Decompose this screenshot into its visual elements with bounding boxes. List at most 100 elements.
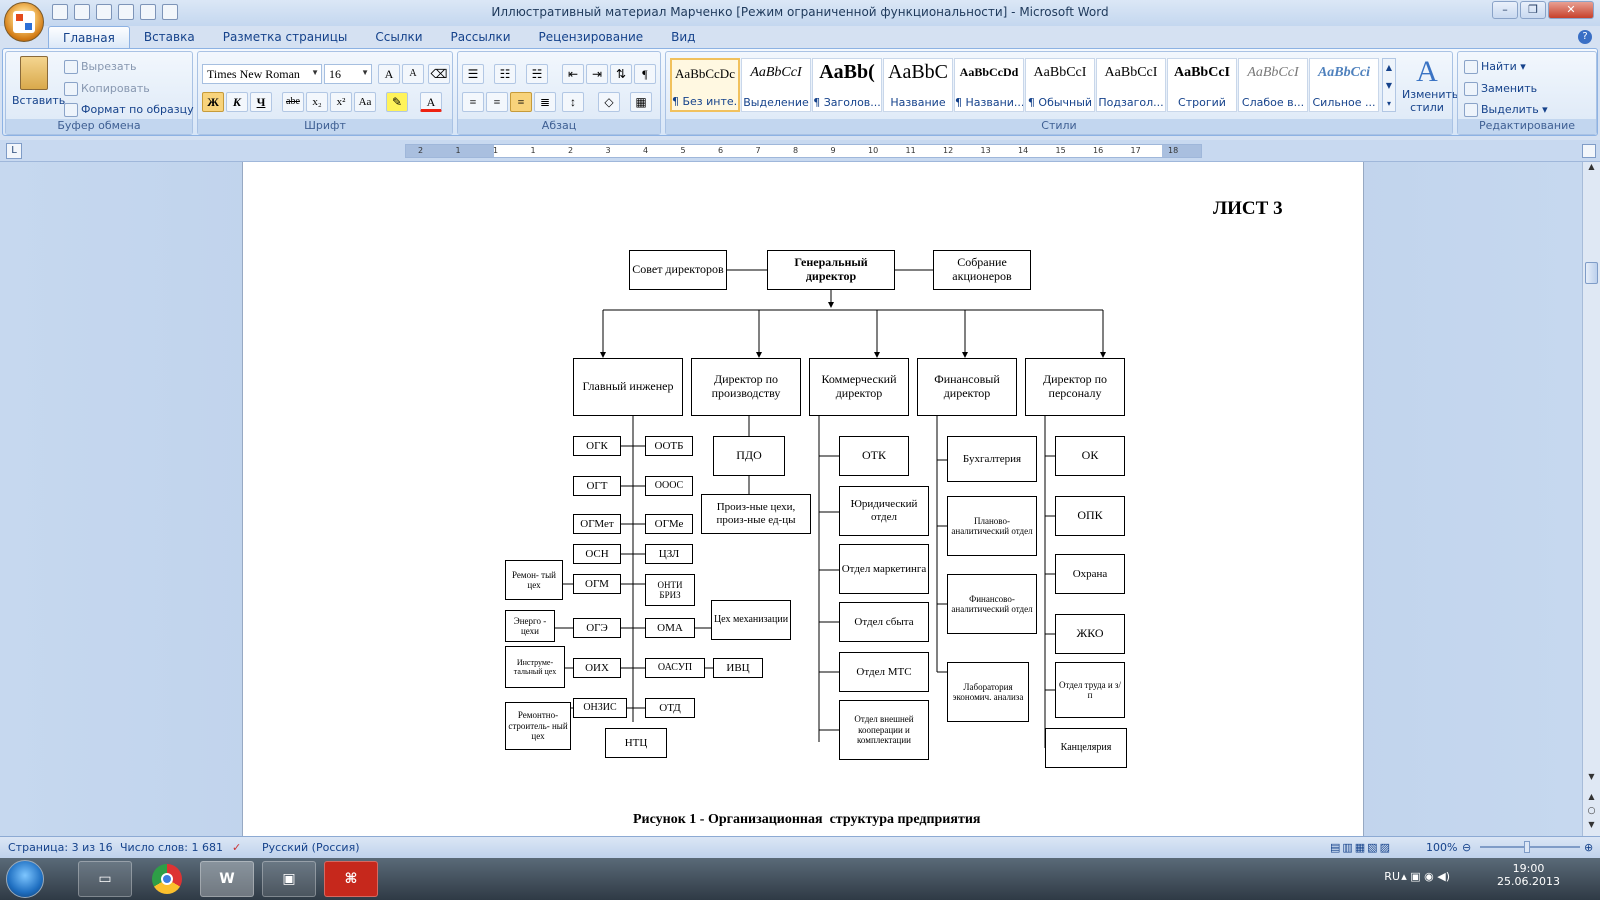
help-icon[interactable]: ?	[1578, 30, 1592, 44]
redo-icon[interactable]	[118, 4, 134, 20]
close-button[interactable]: ✕	[1548, 1, 1594, 19]
bold-button[interactable]: Ж	[202, 92, 224, 112]
next-page-icon[interactable]: ▼	[1588, 820, 1595, 829]
zoom-level[interactable]: 100%	[1426, 841, 1458, 854]
minimize-button[interactable]: –	[1492, 1, 1518, 19]
pilcrow-icon[interactable]: ¶	[634, 64, 656, 84]
replace-button[interactable]: Заменить	[1464, 82, 1537, 96]
zoom-in-icon[interactable]: ⊕	[1584, 841, 1594, 854]
pdf-taskbar-icon[interactable]: ⌘	[324, 861, 378, 897]
scroll-up-icon[interactable]: ▲	[1588, 162, 1595, 171]
zoom-out-icon[interactable]: ⊖	[1462, 841, 1472, 854]
tray-language[interactable]: RU	[1384, 870, 1400, 883]
tab-view[interactable]: Вид	[671, 30, 696, 44]
start-button[interactable]	[6, 860, 44, 898]
highlight-icon[interactable]: ✎	[386, 92, 408, 112]
justify-icon[interactable]: ≣	[534, 92, 556, 112]
shading-icon[interactable]: ◇	[598, 92, 620, 112]
shrink-font-button[interactable]: A	[402, 64, 424, 84]
zoom-slider-thumb[interactable]	[1524, 841, 1530, 853]
strikethrough-button[interactable]: abe	[282, 92, 304, 112]
change-case-button[interactable]: Aa	[354, 92, 376, 112]
style-no-spacing[interactable]: AaBbCcDc¶ Без инте...	[670, 58, 740, 112]
org-chart-connectors	[552, 269, 1106, 749]
subscript-button[interactable]: x₂	[306, 92, 328, 112]
print-icon[interactable]	[162, 4, 178, 20]
explorer-icon[interactable]: ▭	[78, 861, 132, 897]
change-styles-button[interactable]: A Изменить стили	[1402, 56, 1458, 115]
tray-icons[interactable]: ▴ ▣ ◉ ◀)	[1401, 870, 1450, 883]
align-right-icon[interactable]: ≡	[510, 92, 532, 112]
clock[interactable]: 19:00 25.06.2013	[1497, 862, 1560, 888]
style-caption[interactable]: AaBbCcDd¶ Названи...	[954, 58, 1024, 112]
decrease-indent-icon[interactable]: ⇤	[562, 64, 584, 84]
tab-insert[interactable]: Вставка	[143, 30, 195, 44]
zoom-slider[interactable]	[1480, 846, 1580, 848]
paste-button[interactable]: Вставить	[12, 56, 65, 107]
sort-icon[interactable]: ⇅	[610, 64, 632, 84]
spellcheck-icon[interactable]: ✓	[232, 841, 242, 854]
grow-font-button[interactable]: A	[378, 64, 400, 84]
ruler-tick: 15	[1055, 146, 1066, 155]
select-button[interactable]: Выделить ▾	[1464, 103, 1548, 117]
tab-mailings[interactable]: Рассылки	[450, 30, 511, 44]
page-count[interactable]: Страница: 3 из 16	[8, 841, 113, 854]
scroll-down-icon[interactable]: ▼	[1588, 772, 1595, 781]
prev-page-icon[interactable]: ▲	[1588, 792, 1595, 801]
bullets-icon[interactable]: ☰	[462, 64, 484, 84]
print-preview-icon[interactable]	[140, 4, 156, 20]
app-taskbar-icon[interactable]: ▣	[262, 861, 316, 897]
style-heading1[interactable]: AaBb(¶ Заголов...	[812, 58, 882, 112]
underline-button[interactable]: Ч	[250, 92, 272, 112]
multilevel-list-icon[interactable]: ☵	[526, 64, 548, 84]
ruler-toggle-icon[interactable]	[1582, 144, 1596, 158]
align-center-icon[interactable]: ≡	[486, 92, 508, 112]
word-taskbar-icon[interactable]: W	[200, 861, 254, 897]
borders-icon[interactable]: ▦	[630, 92, 652, 112]
browse-object-icon[interactable]: ○	[1587, 806, 1596, 816]
italic-button[interactable]: К	[226, 92, 248, 112]
increase-indent-icon[interactable]: ⇥	[586, 64, 608, 84]
tab-page-layout[interactable]: Разметка страницы	[222, 30, 348, 44]
copy-button[interactable]: Копировать	[64, 82, 150, 96]
tab-selector-icon[interactable]: L	[6, 143, 22, 159]
maximize-button[interactable]: ❐	[1520, 1, 1546, 19]
tab-references[interactable]: Ссылки	[375, 30, 423, 44]
font-size-combo[interactable]: 16▼	[324, 64, 372, 84]
align-left-icon[interactable]: ≡	[462, 92, 484, 112]
chrome-icon[interactable]	[140, 861, 194, 897]
office-button[interactable]	[4, 2, 44, 42]
numbering-icon[interactable]: ☷	[494, 64, 516, 84]
superscript-button[interactable]: x²	[330, 92, 352, 112]
find-button[interactable]: Найти ▾	[1464, 60, 1526, 74]
status-bar: Страница: 3 из 16 Число слов: 1 681 ✓ Ру…	[0, 836, 1600, 858]
scroll-thumb[interactable]	[1585, 262, 1598, 284]
save-icon[interactable]	[74, 4, 90, 20]
document-page[interactable]: ЛИСТ 3 Рисунок 1 - Организационная струк…	[242, 162, 1364, 836]
vertical-scrollbar[interactable]: ▲ ▼ ▲ ○ ▼	[1582, 162, 1600, 836]
line-spacing-icon[interactable]: ↕	[562, 92, 584, 112]
style-name: Подзагол...	[1098, 96, 1164, 109]
font-name-combo[interactable]: Times New Roman▼	[202, 64, 322, 84]
tab-review[interactable]: Рецензирование	[538, 30, 644, 44]
view-buttons[interactable]: ▤▥▦▧▨	[1330, 841, 1392, 854]
style-normal[interactable]: AaBbCcI¶ Обычный	[1025, 58, 1095, 112]
clear-format-icon[interactable]: ⌫	[428, 64, 450, 84]
font-color-icon[interactable]: A	[420, 92, 442, 112]
styles-scroll[interactable]: ▲▼▾	[1382, 58, 1396, 112]
format-painter-button[interactable]: Формат по образцу	[64, 103, 194, 117]
language-status[interactable]: Русский (Россия)	[262, 841, 360, 854]
new-doc-icon[interactable]	[52, 4, 68, 20]
cut-button[interactable]: Вырезать	[64, 60, 136, 74]
tab-home[interactable]: Главная	[48, 26, 130, 48]
ruler-tick: 6	[718, 146, 724, 155]
word-count[interactable]: Число слов: 1 681	[120, 841, 223, 854]
undo-icon[interactable]	[96, 4, 112, 20]
